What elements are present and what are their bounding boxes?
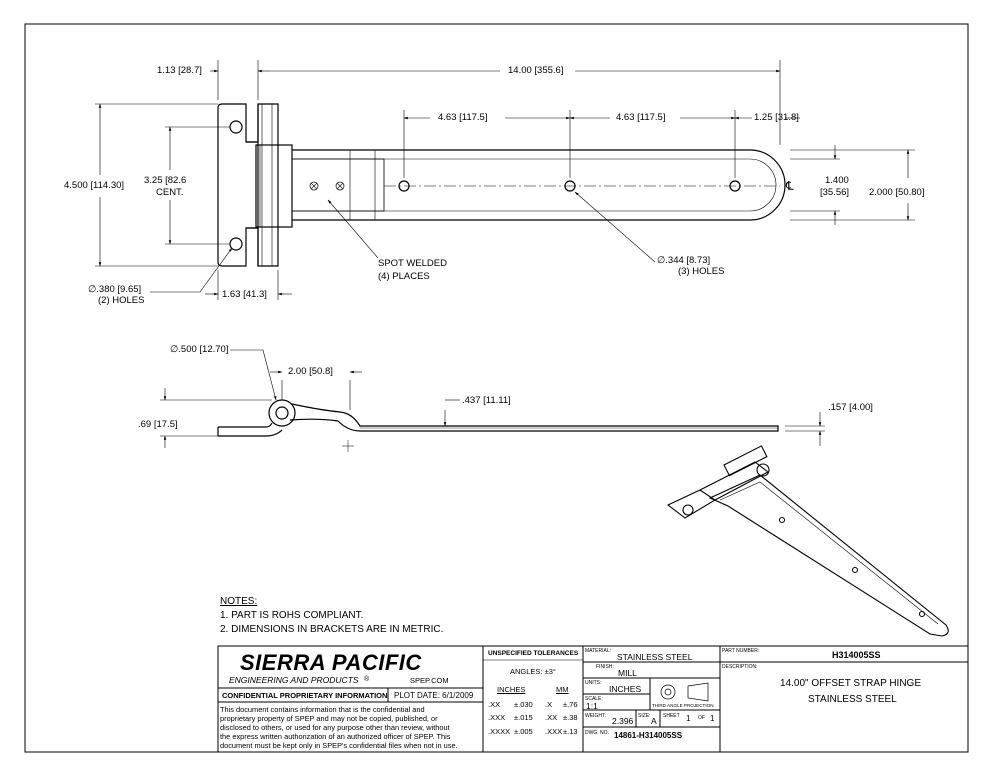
dim-end-to-hole: 1.25 [31.8] — [754, 112, 799, 123]
mm-header: MM — [556, 685, 569, 694]
scale-label: SCALE: — [585, 696, 603, 702]
third-angle-projection-icon — [660, 682, 709, 702]
confidential-text-line: This document contains information that … — [220, 705, 425, 714]
top-view — [217, 103, 786, 267]
dim-thickness: .157 [4.00] — [828, 402, 873, 413]
confidential-header: CONFIDENTIAL PROPRIETARY INFORMATION — [222, 691, 388, 700]
dim-leaf-width: 1.63 [41.3] — [222, 289, 267, 300]
dim-hole-center-spacing: 3.25 [82.6 — [144, 175, 187, 186]
size-value: A — [651, 716, 657, 726]
tol-mm-value: ±.38 — [563, 713, 578, 722]
title-block-grid — [217, 645, 969, 753]
dim-hole-spacing-2: 4.63 [117.5] — [616, 112, 666, 123]
material-label: MATERIAL: — [585, 648, 612, 654]
tol-in-value: ±.030 — [514, 700, 533, 709]
tol-in-place: .XXX — [488, 713, 506, 722]
description-line-1: 14.00" OFFSET STRAP HINGE — [780, 678, 922, 689]
inches-header: INCHES — [497, 685, 526, 694]
plot-date: PLOT DATE: 6/1/2009 — [394, 691, 474, 700]
tol-in-value: ±.015 — [514, 713, 533, 722]
part-number-value: H314005SS — [832, 650, 881, 660]
units-value: INCHES — [609, 684, 642, 694]
dim-hole-dia-strap: ∅.344 [8.73] — [657, 255, 711, 266]
spot-welded-qty: (4) PLACES — [378, 271, 430, 282]
dim-overall-length: 14.00 [355.6] — [508, 65, 564, 76]
dim-offset-height: .437 [11.11] — [462, 395, 511, 406]
dim-strap-width-1: 1.400 — [825, 175, 849, 186]
material-value: STAINLESS STEEL — [617, 652, 693, 662]
dim-hole-dia-strap-qty: (3) HOLES — [678, 266, 725, 277]
tol-in-place: .XX — [488, 700, 501, 709]
tol-mm-place: .XX — [545, 713, 558, 722]
notes-title: NOTES: — [220, 596, 258, 607]
finish-label: FINISH: — [596, 664, 614, 670]
registered-mark: ® — [364, 676, 370, 683]
side-view — [217, 399, 779, 452]
dim-hole-spacing-1: 4.63 [117.5] — [438, 112, 488, 123]
of-label: OF — [698, 715, 705, 721]
dim-pin-dia: ∅.500 [12.70] — [170, 344, 229, 355]
tol-in-place: .XXXX — [488, 727, 511, 736]
isometric-view — [666, 445, 949, 637]
part-number-label: PART NUMBER: — [722, 648, 760, 654]
confidential-text-line: proprietary property of SPEP and may not… — [220, 714, 438, 723]
company-name: SIERRA PACIFIC — [240, 650, 422, 675]
description-label: DESCRIPTION: — [722, 664, 758, 670]
side-view-dimensions — [160, 349, 825, 448]
dim-offset-length: 2.00 [50.8] — [288, 366, 333, 377]
weight-label: WEIGHT: — [585, 713, 606, 719]
dim-hole-dia-small: ∅.380 [9.65] — [88, 284, 142, 295]
sheet-value: 1 — [686, 714, 691, 723]
dim-top-offset: 1.13 [28.7] — [157, 65, 202, 76]
dim-side-height: .69 [17.5] — [138, 419, 178, 430]
dim-cent-label: CENT. — [156, 187, 184, 198]
tolerances-header: UNSPECIFIED TOLERANCES — [488, 650, 579, 657]
dim-strap-width-1-metric: [35.56] — [820, 187, 850, 198]
description-line-2: STAINLESS STEEL — [808, 694, 897, 705]
dim-strap-width-2: 2.000 [50.80] — [869, 187, 925, 198]
dwg-no-label: DWG. NO. — [585, 730, 609, 736]
confidential-text-line: document must be kept only in SPEP's con… — [220, 741, 458, 750]
company-subtitle: ENGINEERING AND PRODUCTS — [229, 675, 359, 685]
note-item: 2. DIMENSIONS IN BRACKETS ARE IN METRIC. — [220, 624, 444, 635]
finish-value: MILL — [618, 668, 637, 678]
note-item: 1. PART IS ROHS COMPLIANT. — [220, 610, 364, 621]
weight-value: 2.396 — [612, 716, 634, 726]
tol-mm-value: ±.13 — [563, 727, 578, 736]
projection-label: THIRD ANGLE PROJECTION — [652, 703, 714, 708]
dim-hole-dia-small-qty: (2) HOLES — [98, 295, 145, 306]
dim-overall-height: 4.500 [114.30] — [64, 180, 125, 191]
tol-in-value: ±.005 — [514, 727, 533, 736]
centerline-symbol: ℄ — [786, 179, 794, 193]
tol-mm-value: ±.76 — [563, 700, 578, 709]
confidential-text-line: the express written authorization of an … — [220, 732, 451, 741]
spot-welded-label: SPOT WELDED — [378, 258, 447, 269]
dwg-no-value: 14861-H314005SS — [614, 731, 683, 740]
units-label: UNITS: — [585, 680, 602, 686]
sheet-border — [24, 23, 969, 753]
confidential-text-line: disclosed to others, or used for any pur… — [220, 723, 450, 732]
of-value: 1 — [710, 714, 715, 723]
company-website: SPEP.COM — [410, 676, 449, 685]
top-view-dimensions — [95, 60, 915, 300]
tol-mm-place: .XXX — [545, 727, 563, 736]
scale-value: 1:1 — [586, 701, 598, 711]
sheet-label: SHEET — [663, 713, 680, 719]
angles-tolerance: ANGLES: ±3° — [510, 667, 556, 676]
size-label: SIZE: — [638, 713, 651, 719]
tol-mm-place: .X — [545, 700, 553, 709]
